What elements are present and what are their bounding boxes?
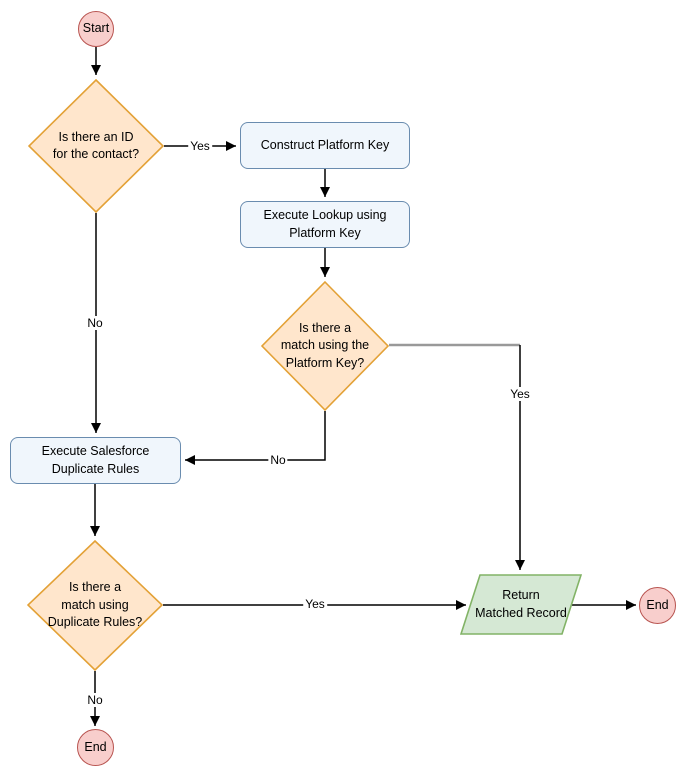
diamond-shape — [28, 79, 164, 213]
edge-label-dup-match-no[interactable]: No — [85, 693, 105, 707]
decision-duplicate-match[interactable]: Is there a match using Duplicate Rules? — [27, 540, 163, 671]
decision-platform-match-label: Is there a match using the Platform Key? — [280, 320, 370, 370]
decision-duplicate-match-label: Is there a match using Duplicate Rules? — [47, 580, 143, 630]
start-node[interactable]: Start — [78, 11, 114, 47]
diamond-shape — [261, 281, 389, 411]
decision-has-id[interactable]: Is there an ID for the contact? — [28, 79, 164, 213]
end-node-bottom-label: End — [84, 739, 107, 754]
end-node-right-label: End — [646, 597, 669, 612]
start-node-label: Start — [82, 21, 110, 36]
edge-platform-match-no — [185, 411, 326, 465]
edge-label-dup-match-yes[interactable]: Yes — [303, 597, 327, 611]
edge-label-platform-match-no[interactable]: No — [268, 453, 288, 467]
process-execute-lookup-label: Execute Lookup using Platform Key — [263, 208, 387, 240]
edge-label-platform-match-yes[interactable]: Yes — [508, 387, 532, 401]
decision-platform-match[interactable]: Is there a match using the Platform Key? — [261, 281, 389, 411]
parallelogram-shape — [460, 574, 582, 635]
process-construct-platform-key[interactable]: Construct Platform Key — [240, 122, 410, 169]
process-execute-lookup[interactable]: Execute Lookup using Platform Key — [240, 201, 410, 248]
edge-label-has-id-yes[interactable]: Yes — [188, 139, 212, 153]
process-execute-duplicate-rules[interactable]: Execute Salesforce Duplicate Rules — [10, 437, 181, 484]
process-construct-platform-key-label: Construct Platform Key — [260, 137, 390, 152]
process-execute-duplicate-rules-label: Execute Salesforce Duplicate Rules — [41, 444, 150, 476]
diamond-shape — [27, 540, 163, 671]
output-return-matched-record[interactable]: Return Matched Record — [460, 574, 582, 635]
end-node-right[interactable]: End — [639, 587, 676, 624]
edge-label-has-id-no[interactable]: No — [85, 316, 105, 330]
output-return-matched-record-label: Return Matched Record — [475, 588, 567, 620]
decision-has-id-label: Is there an ID for the contact? — [52, 129, 140, 162]
end-node-bottom[interactable]: End — [77, 729, 114, 766]
